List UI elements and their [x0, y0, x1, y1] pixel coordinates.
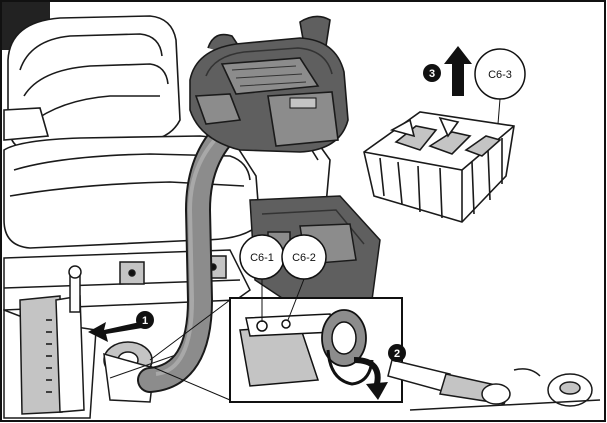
detail-inset	[149, 297, 403, 403]
arm-pivot-bracket	[103, 341, 191, 403]
inset-bolt-c6-1	[256, 320, 268, 332]
step-badge-2-label: 2	[394, 348, 400, 360]
step-badge-1-label: 1	[142, 315, 148, 327]
callout-c6-1-label: C6-1	[250, 252, 274, 264]
step-badge-1: 1	[136, 311, 154, 329]
callout-c6-2-label: C6-2	[292, 252, 316, 264]
wrench-tool	[387, 359, 511, 405]
callout-c6-1: C6-1	[239, 234, 285, 322]
lower-right-hardware	[409, 368, 601, 411]
callout-c6-3: C6-3	[474, 48, 526, 125]
packaging-tray	[363, 111, 515, 223]
lift-arrow	[444, 46, 472, 96]
remove-arrow	[88, 322, 142, 342]
callout-c6-2: C6-2	[281, 234, 327, 321]
inset-leader-lines	[149, 299, 231, 401]
inset-bolt-c6-2	[281, 319, 291, 329]
inset-clip	[326, 349, 374, 386]
callout-c6-3-label: C6-3	[488, 69, 512, 81]
control-arm-highlight	[155, 122, 234, 376]
step-badge-3-label: 3	[429, 68, 435, 80]
control-head	[189, 15, 349, 153]
step-badge-2: 2	[388, 344, 406, 362]
step-badge-3: 3	[423, 64, 441, 82]
